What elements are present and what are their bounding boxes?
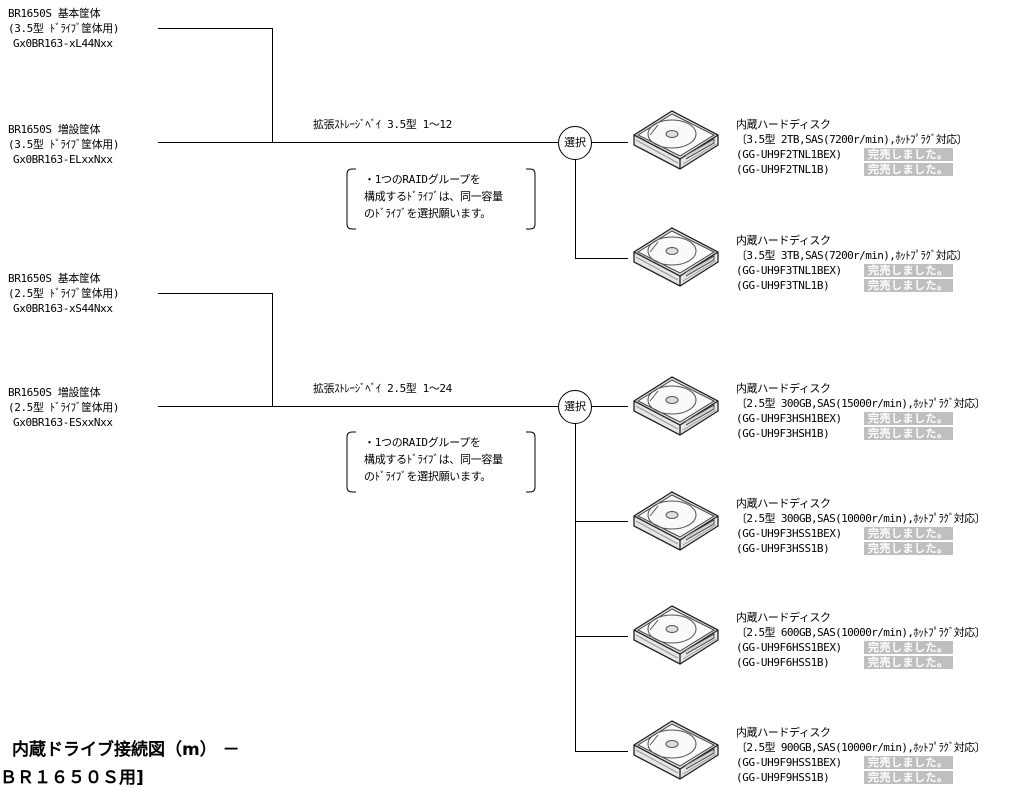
disk-code: (GG-UH9F9HSS1BEX) [736,756,842,769]
enclosure-name: BR1650S 増設筐体 [8,386,101,399]
enclosure-35-expansion: BR1650S 増設筐体 (3.5型 ﾄﾞﾗｲﾌﾞ筐体用) Gx0BR163-E… [8,122,120,167]
note-line: 構成するﾄﾞﾗｲﾌﾞは、同一容量 [364,453,503,466]
hard-disk-icon [628,600,722,668]
sold-out-badge: 完売しました。 [864,264,953,277]
disk-code: (GG-UH9F3TNL1B) [736,279,830,292]
enclosure-model: Gx0BR163-xL44Nxx [13,37,113,50]
note-line: のﾄﾞﾗｲﾌﾞを選択願います。 [364,207,491,220]
disk-title: 内蔵ハードディスク [736,118,831,131]
hard-disk-icon [628,222,722,290]
note-line: ・1つのRAIDグループを [364,173,481,186]
disk-spec: 〔2.5型 300GB,SAS(15000r/min),ﾎｯﾄﾌﾟﾗｸﾞ対応〕 [736,397,986,410]
disk-info: 内蔵ハードディスク 〔2.5型 300GB,SAS(15000r/min),ﾎｯ… [736,381,986,441]
diagram-subtitle: ＢＲ１６５０Ｓ用] [0,768,144,788]
note-line: のﾄﾞﾗｲﾌﾞを選択願います。 [364,470,491,483]
hard-disk-icon [628,371,722,439]
enclosure-model: Gx0BR163-xS44Nxx [13,302,113,315]
disk-info: 内蔵ハードディスク 〔2.5型 900GB,SAS(10000r/min),ﾎｯ… [736,725,986,785]
sold-out-badge: 完売しました。 [864,756,953,769]
sold-out-badge: 完売しました。 [864,542,953,555]
sold-out-badge: 完売しました。 [864,412,953,425]
disk-spec: 〔2.5型 900GB,SAS(10000r/min),ﾎｯﾄﾌﾟﾗｸﾞ対応〕 [736,741,986,754]
enclosure-name: BR1650S 基本筐体 [8,272,101,285]
enclosure-type: (2.5型 ﾄﾞﾗｲﾌﾞ筐体用) [8,401,120,414]
hard-disk-icon [628,486,722,554]
disk-info: 内蔵ハードディスク 〔3.5型 2TB,SAS(7200r/min),ﾎｯﾄﾌﾟ… [736,117,968,177]
disk-code: (GG-UH9F3HSS1BEX) [736,527,842,540]
enclosure-name: BR1650S 増設筐体 [8,123,101,136]
disk-code: (GG-UH9F3TNL1BEX) [736,264,842,277]
disk-code: (GG-UH9F9HSS1B) [736,771,830,784]
disk-code: (GG-UH9F2TNL1BEX) [736,148,842,161]
disk-info: 内蔵ハードディスク 〔2.5型 600GB,SAS(10000r/min),ﾎｯ… [736,610,986,670]
disk-title: 内蔵ハードディスク [736,726,831,739]
sold-out-badge: 完売しました。 [864,527,953,540]
sold-out-badge: 完売しました。 [864,427,953,440]
note-bracket-right [526,168,536,230]
note-line: ・1つのRAIDグループを [364,436,481,449]
bay-label-25: 拡張ｽﾄﾚｰｼﾞﾍﾞｲ 2.5型 1～24 [313,382,452,395]
disk-info: 内蔵ハードディスク 〔2.5型 300GB,SAS(10000r/min),ﾎｯ… [736,496,986,556]
raid-note-35: ・1つのRAIDグループを 構成するﾄﾞﾗｲﾌﾞは、同一容量 のﾄﾞﾗｲﾌﾞを選… [342,167,536,231]
disk-code: (GG-UH9F3HSH1BEX) [736,412,842,425]
enclosure-25-expansion: BR1650S 増設筐体 (2.5型 ﾄﾞﾗｲﾌﾞ筐体用) Gx0BR163-E… [8,385,120,430]
enclosure-25-basic: BR1650S 基本筐体 (2.5型 ﾄﾞﾗｲﾌﾞ筐体用) Gx0BR163-x… [8,271,120,316]
enclosure-name: BR1650S 基本筐体 [8,7,101,20]
enclosure-type: (3.5型 ﾄﾞﾗｲﾌﾞ筐体用) [8,22,120,35]
enclosure-type: (3.5型 ﾄﾞﾗｲﾌﾞ筐体用) [8,138,120,151]
disk-spec: 〔3.5型 3TB,SAS(7200r/min),ﾎｯﾄﾌﾟﾗｸﾞ対応〕 [736,249,968,262]
enclosure-model: Gx0BR163-ELxxNxx [13,153,113,166]
enclosure-35-basic: BR1650S 基本筐体 (3.5型 ﾄﾞﾗｲﾌﾞ筐体用) Gx0BR163-x… [8,6,120,51]
select-node-35: 選択 [558,126,592,160]
hard-disk-icon [628,715,722,783]
note-line: 構成するﾄﾞﾗｲﾌﾞは、同一容量 [364,190,503,203]
disk-title: 内蔵ハードディスク [736,611,831,624]
sold-out-badge: 完売しました。 [864,771,953,784]
diagram-title: 内蔵ドライブ接続図（m） － [12,740,240,760]
note-bracket-right [526,431,536,493]
sold-out-badge: 完売しました。 [864,656,953,669]
hard-disk-icon [628,105,722,173]
disk-spec: 〔2.5型 600GB,SAS(10000r/min),ﾎｯﾄﾌﾟﾗｸﾞ対応〕 [736,626,986,639]
disk-code: (GG-UH9F3HSS1B) [736,542,830,555]
disk-info: 内蔵ハードディスク 〔3.5型 3TB,SAS(7200r/min),ﾎｯﾄﾌﾟ… [736,233,968,293]
disk-code: (GG-UH9F6HSS1B) [736,656,830,669]
disk-title: 内蔵ハードディスク [736,382,831,395]
select-node-25: 選択 [558,390,592,424]
raid-note-25: ・1つのRAIDグループを 構成するﾄﾞﾗｲﾌﾞは、同一容量 のﾄﾞﾗｲﾌﾞを選… [342,430,536,494]
disk-code: (GG-UH9F6HSS1BEX) [736,641,842,654]
enclosure-model: Gx0BR163-ESxxNxx [13,416,113,429]
note-brackets [346,431,356,493]
disk-code: (GG-UH9F3HSH1B) [736,427,830,440]
sold-out-badge: 完売しました。 [864,279,953,292]
sold-out-badge: 完売しました。 [864,641,953,654]
enclosure-type: (2.5型 ﾄﾞﾗｲﾌﾞ筐体用) [8,287,120,300]
disk-spec: 〔2.5型 300GB,SAS(10000r/min),ﾎｯﾄﾌﾟﾗｸﾞ対応〕 [736,512,986,525]
note-brackets [346,168,356,230]
disk-spec: 〔3.5型 2TB,SAS(7200r/min),ﾎｯﾄﾌﾟﾗｸﾞ対応〕 [736,133,968,146]
disk-title: 内蔵ハードディスク [736,497,831,510]
sold-out-badge: 完売しました。 [864,148,953,161]
disk-title: 内蔵ハードディスク [736,234,831,247]
sold-out-badge: 完売しました。 [864,163,953,176]
bay-label-35: 拡張ｽﾄﾚｰｼﾞﾍﾞｲ 3.5型 1～12 [313,118,452,131]
disk-code: (GG-UH9F2TNL1B) [736,163,830,176]
